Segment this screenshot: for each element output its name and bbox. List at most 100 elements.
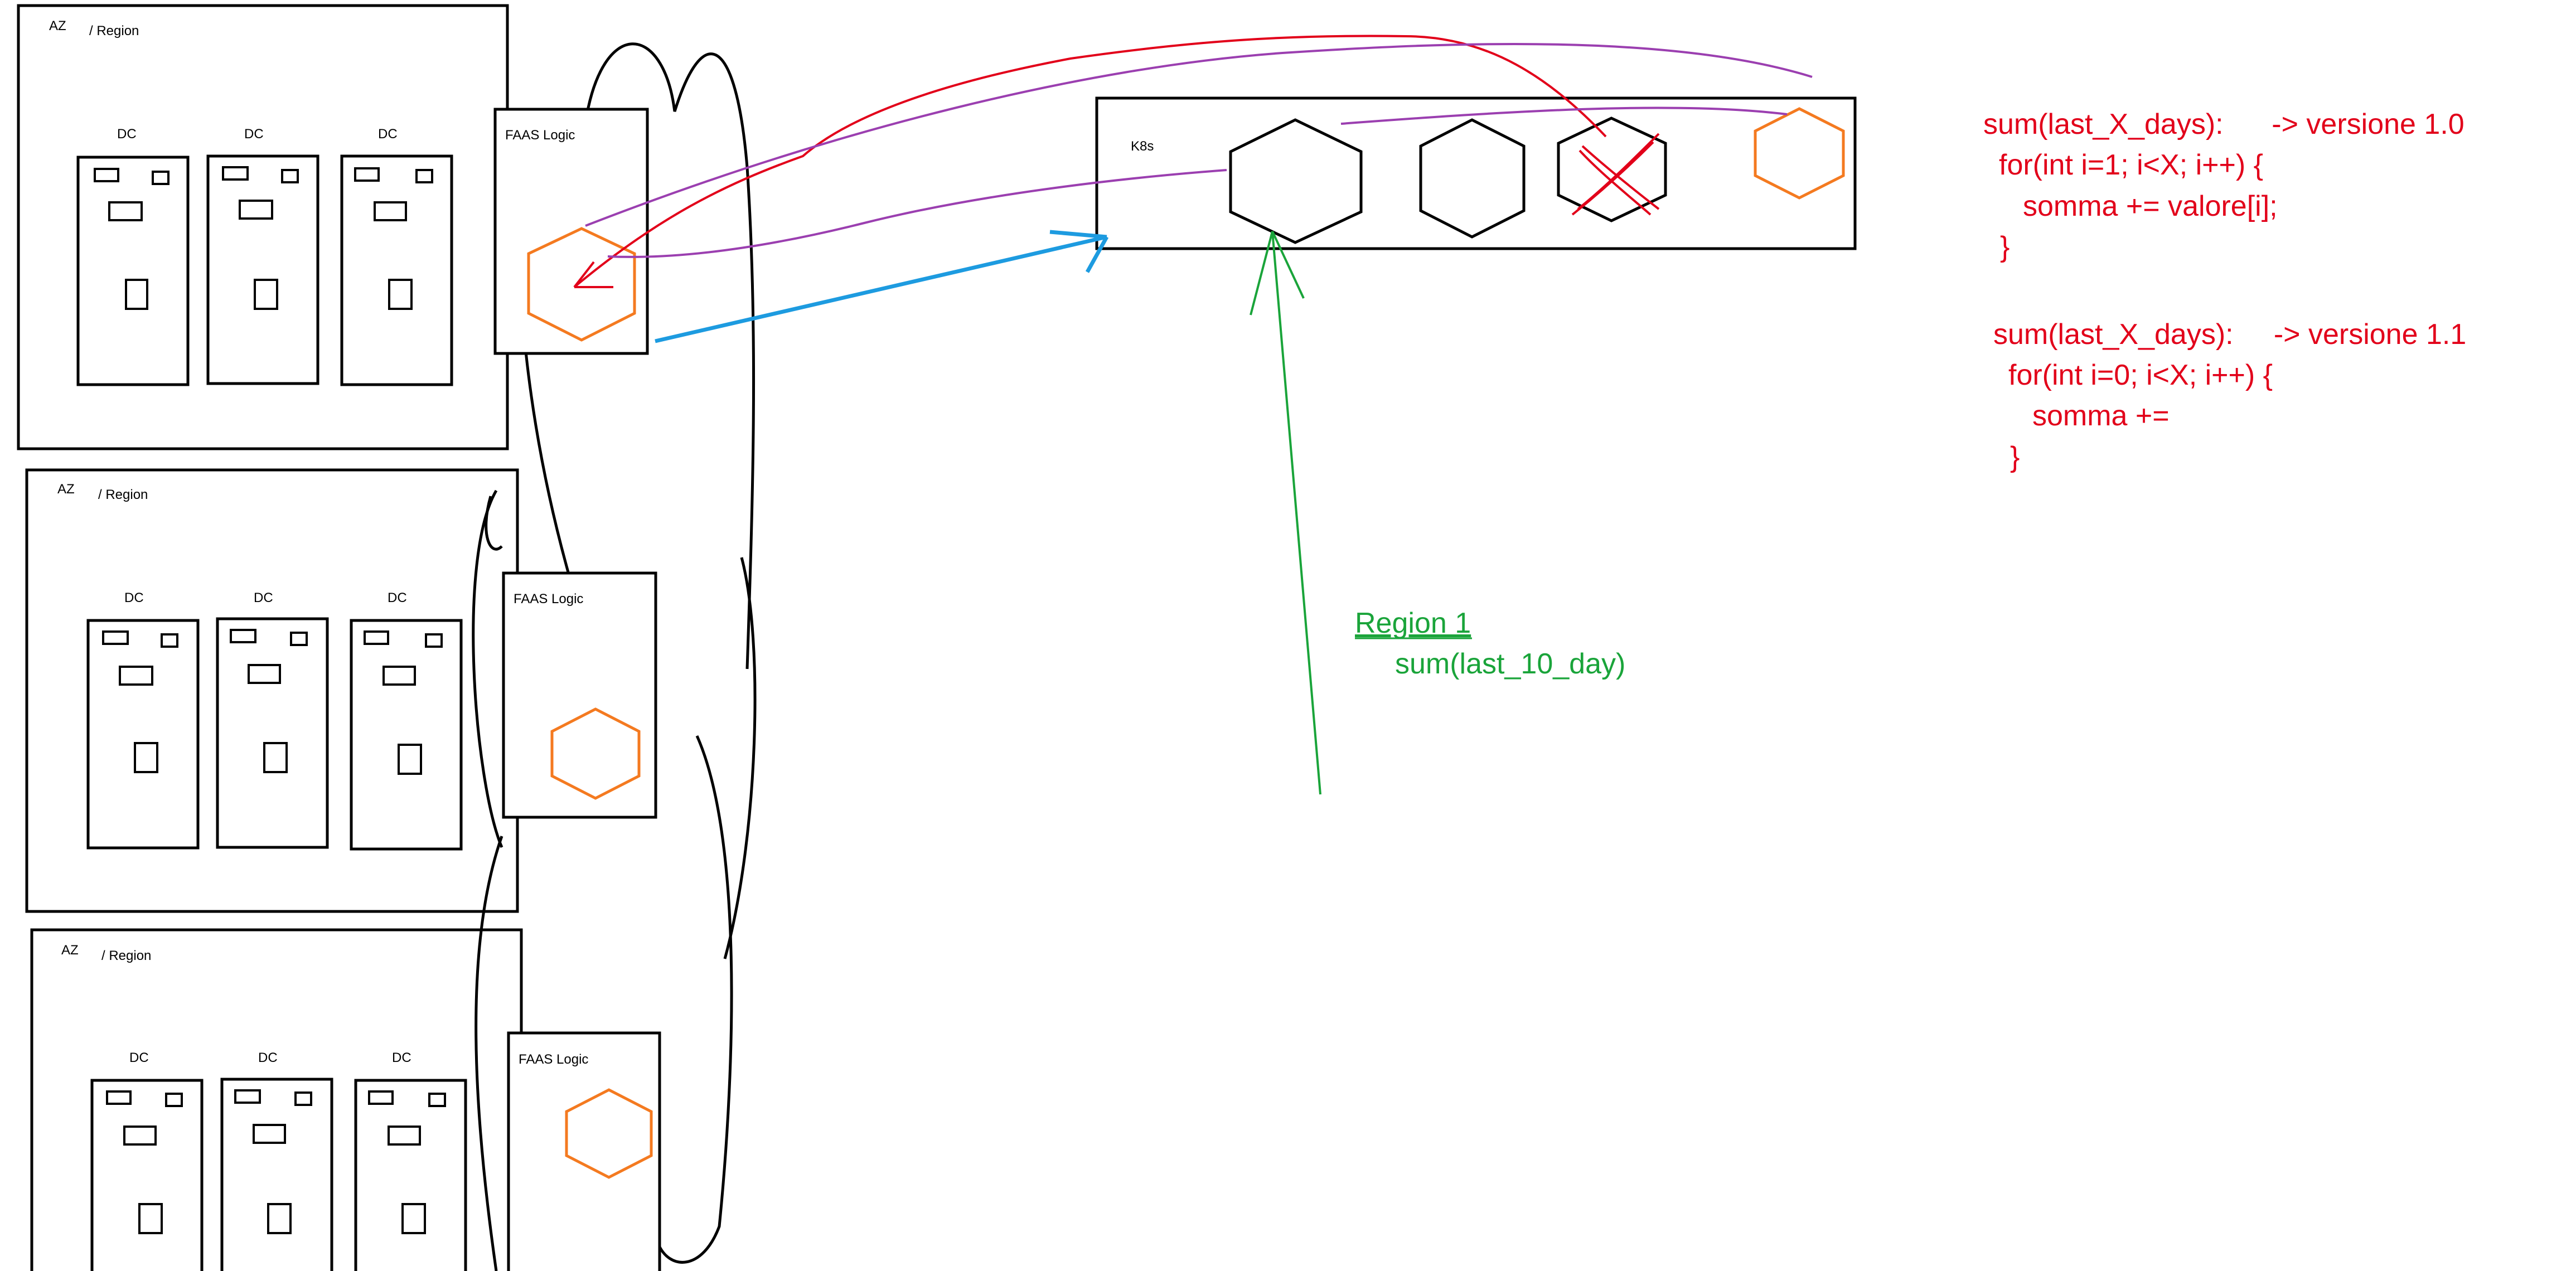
dc-rack: [354, 1079, 467, 1271]
k8s-label: K8s: [1131, 139, 1154, 154]
faas-frame: [507, 1031, 661, 1271]
rack-slot: [230, 629, 256, 643]
dc-rack: [90, 1079, 204, 1271]
purple-connection-lines: [585, 42, 1813, 258]
rack-slot: [354, 167, 380, 182]
function-hexagon: [527, 227, 636, 342]
blue-deploy-arrow: [655, 230, 1109, 343]
datacenter: DC: [340, 127, 453, 386]
pod-hexagon: [1419, 118, 1526, 239]
region-label: / Region: [98, 487, 148, 502]
rack-slot: [234, 1089, 261, 1104]
code-version-1: sum(last_X_days): -> versione 1.0 for(in…: [1983, 108, 2464, 263]
rack-slot: [382, 666, 416, 686]
k8s-frame: [1095, 96, 1857, 250]
rack-slot: [254, 279, 278, 310]
datacenter: DC: [90, 1050, 204, 1271]
rack-slot: [401, 1203, 426, 1234]
rack-slot: [398, 744, 422, 775]
datacenter: DC: [220, 1050, 333, 1271]
faas-logic-box: FAAS Logic: [507, 1031, 661, 1271]
faas-logic-box: FAAS Logic: [502, 571, 657, 819]
datacenter: DC: [86, 590, 200, 850]
region-label: / Region: [89, 23, 139, 38]
rack-slot: [222, 166, 249, 181]
region-frame: [30, 928, 523, 1271]
region-call-note: Region 1 sum(last_10_day): [1355, 607, 1625, 680]
rack-slot: [374, 201, 407, 221]
rack-slot: [388, 1126, 421, 1146]
dc-rack: [340, 154, 453, 386]
dc-label: DC: [254, 590, 273, 605]
rack-slot: [428, 1093, 446, 1107]
dc-label: DC: [388, 590, 407, 605]
datacenter: DC: [350, 590, 463, 851]
dc-label: DC: [244, 127, 264, 142]
faas-label: FAAS Logic: [514, 591, 583, 607]
rack-slot: [290, 632, 308, 646]
region-label: / Region: [101, 948, 151, 963]
rack-slot: [165, 1093, 183, 1107]
faas-label: FAAS Logic: [505, 128, 575, 143]
dc-label: DC: [392, 1050, 411, 1065]
rack-slot: [152, 171, 170, 185]
dc-rack: [220, 1078, 333, 1271]
datacenter: DC: [354, 1050, 467, 1271]
rack-slot: [253, 1124, 286, 1144]
code-line: somma += valore[i];: [2023, 190, 2278, 222]
rack-slot: [368, 1090, 394, 1105]
faas-frame: [502, 571, 657, 819]
rack-slot: [108, 201, 143, 221]
dc-label: DC: [129, 1050, 149, 1065]
rack-slot: [161, 633, 178, 648]
rack-slot: [106, 1090, 132, 1105]
k8s-cluster: K8s: [1095, 96, 1857, 250]
cross-out-mark: [1571, 133, 1660, 216]
pod-hexagon-new: [1754, 107, 1845, 200]
az-label: AZ: [49, 18, 66, 33]
dc-rack: [76, 156, 190, 386]
rack-slot: [138, 1203, 163, 1234]
rack-slot: [134, 742, 158, 773]
datacenter: DC: [206, 127, 319, 385]
pod-hexagon-removed: [1557, 117, 1667, 222]
green-call-arrow: [1250, 231, 1321, 795]
rack-slot: [248, 664, 281, 684]
code-line: for(int i=1; i<X; i++) {: [1999, 149, 2263, 181]
rack-slot: [263, 742, 288, 773]
code-line: sum(last_X_days): -> versione 1.0: [1983, 108, 2464, 140]
rack-slot: [364, 630, 389, 645]
rack-slot: [294, 1091, 312, 1106]
dc-label: DC: [124, 590, 144, 605]
rack-slot: [94, 168, 119, 182]
rack-slot: [123, 1126, 157, 1146]
dc-label: DC: [258, 1050, 278, 1065]
pod-hexagon: [1229, 118, 1363, 244]
code-line: somma +=: [2032, 400, 2170, 432]
code-line: for(int i=0; i<X; i++) {: [2008, 359, 2273, 391]
rack-slot: [239, 200, 273, 220]
dc-rack: [216, 617, 329, 849]
region-block-1: AZ / Region DC DC DC FA: [17, 4, 649, 450]
az-label: AZ: [61, 943, 79, 958]
dc-label: DC: [117, 127, 137, 142]
function-hexagon: [550, 707, 641, 800]
rack-slot: [125, 279, 148, 310]
function-hexagon: [565, 1088, 653, 1179]
dc-rack: [86, 619, 200, 850]
code-line: }: [2010, 441, 2020, 473]
rack-slot: [415, 169, 433, 183]
code-line: }: [2000, 231, 2010, 263]
rack-slot: [281, 169, 299, 183]
region-block-3: AZ / Region DC DC DC FA: [30, 928, 661, 1271]
region-call: sum(last_10_day): [1395, 648, 1625, 680]
dc-rack: [206, 154, 319, 385]
region-block-2: AZ / Region DC DC DC FA: [25, 468, 657, 913]
az-label: AZ: [57, 482, 75, 497]
region-title: Region 1: [1355, 607, 1471, 639]
rack-slot: [102, 630, 129, 645]
datacenter: DC: [216, 590, 329, 849]
rack-slot: [388, 279, 413, 310]
code-line: sum(last_X_days): -> versione 1.1: [1993, 318, 2466, 351]
